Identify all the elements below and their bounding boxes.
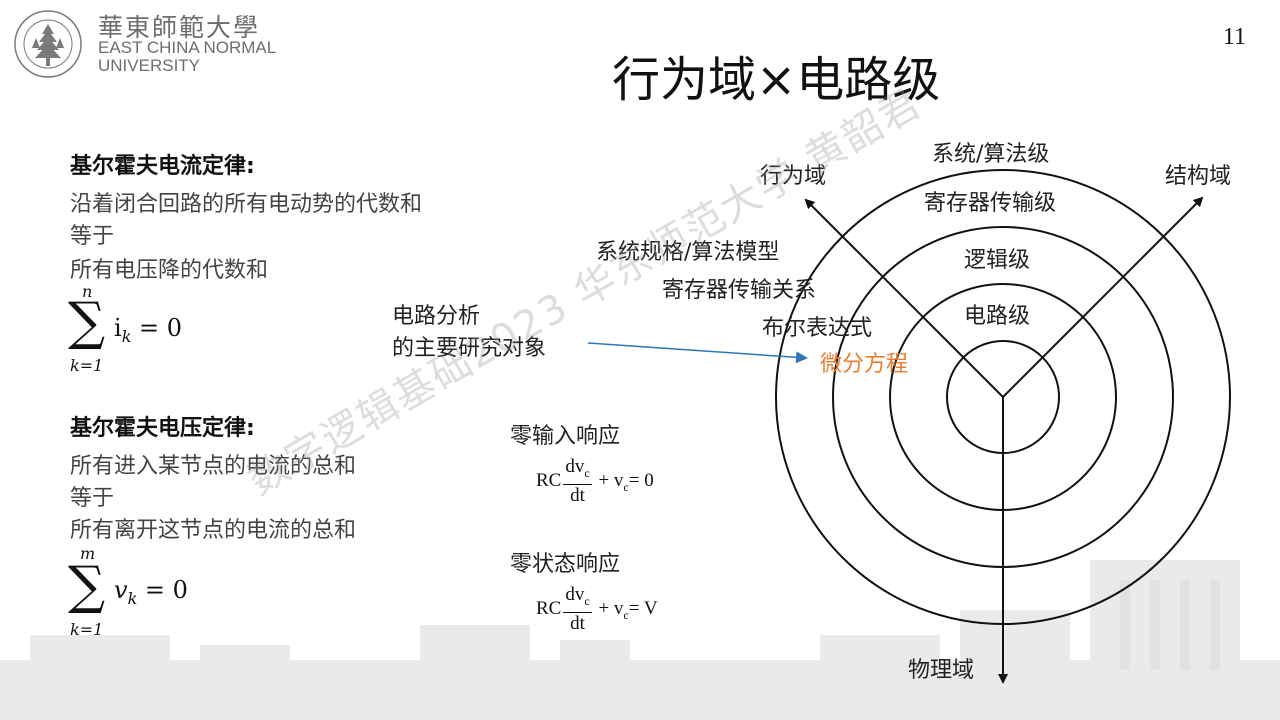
kvl-line1: 所有进入某节点的电流的总和 — [70, 454, 357, 479]
kvl-sum-upper: m — [80, 544, 96, 563]
campus-skyline-background — [0, 560, 1280, 720]
level-system-algorithm: 系统/算法级 — [932, 142, 1050, 167]
level-register-transfer: 寄存器传输级 — [924, 191, 1057, 216]
page-number: 11 — [1222, 24, 1246, 50]
zero-input-eq-left: RC — [536, 469, 562, 491]
zero-state-denominator: dt — [570, 612, 585, 634]
kvl-expr-rhs: = 0 — [137, 576, 188, 604]
kcl-sum-lower: k=1 — [70, 356, 104, 375]
analysis-line2: 的主要研究对象 — [392, 336, 547, 361]
kcl-sum-upper: n — [82, 282, 93, 301]
kvl-sum-lower: k=1 — [70, 620, 104, 639]
structure-axis — [1002, 196, 1204, 398]
axis-label-physical: 物理域 — [908, 658, 975, 683]
zero-input-denominator: dt — [570, 484, 585, 506]
axis-label-structure: 结构域 — [1165, 164, 1232, 189]
zero-state-response-label: 零状态响应 — [510, 552, 621, 577]
kcl-line3: 所有电压降的代数和 — [70, 258, 269, 283]
kcl-expr-rhs: = 0 — [131, 314, 183, 342]
university-name-chinese: 華東師範大學 — [98, 13, 261, 42]
zero-state-eq-left: RC — [536, 597, 562, 619]
slide-title: 行为域×电路级 — [612, 52, 941, 108]
level-logic: 逻辑级 — [964, 248, 1031, 273]
level-circuit: 电路级 — [964, 304, 1031, 329]
kcl-expr-var: i — [114, 314, 122, 342]
behavior-register-transfer: 寄存器传输关系 — [662, 278, 817, 303]
university-name-english-line2: UNIVERSITY — [98, 56, 201, 75]
kvl-expr-var: v — [114, 576, 128, 604]
behavior-system-spec: 系统规格/算法模型 — [596, 240, 780, 265]
zero-input-response-label: 零输入响应 — [510, 424, 621, 449]
kvl-expression: vk = 0 — [114, 576, 188, 608]
kvl-line3: 所有离开这节点的电流的总和 — [70, 518, 357, 543]
kvl-heading: 基尔霍夫电压定律: — [70, 416, 255, 441]
zero-input-numerator: dvc — [563, 456, 592, 485]
kcl-line1: 沿着闭合回路的所有电动势的代数和 — [70, 192, 423, 217]
behavior-boolean-expression: 布尔表达式 — [762, 316, 873, 341]
kvl-line2: 等于 — [70, 486, 115, 511]
kcl-expression: ik = 0 — [114, 314, 182, 346]
behavior-axis — [804, 198, 1004, 398]
zero-state-numerator: dvc — [563, 584, 592, 613]
analysis-arrow — [587, 342, 808, 364]
zero-input-eq-right: + vc= 0 — [593, 469, 654, 494]
kvl-sigma: ∑ — [68, 556, 106, 616]
behavior-differential-equation: 微分方程 — [820, 352, 909, 377]
university-name-english-line1: EAST CHINA NORMAL — [98, 38, 277, 57]
university-logo — [14, 10, 82, 78]
kcl-sigma: ∑ — [68, 292, 106, 352]
zero-state-eq-right: + vc= V — [593, 597, 658, 622]
kcl-line2: 等于 — [70, 224, 115, 249]
kcl-heading: 基尔霍夫电流定律: — [70, 154, 255, 179]
axis-label-behavior: 行为域 — [760, 164, 827, 189]
kvl-expr-sub: k — [127, 588, 138, 608]
kcl-expr-sub: k — [121, 326, 132, 346]
analysis-line1: 电路分析 — [392, 304, 481, 329]
